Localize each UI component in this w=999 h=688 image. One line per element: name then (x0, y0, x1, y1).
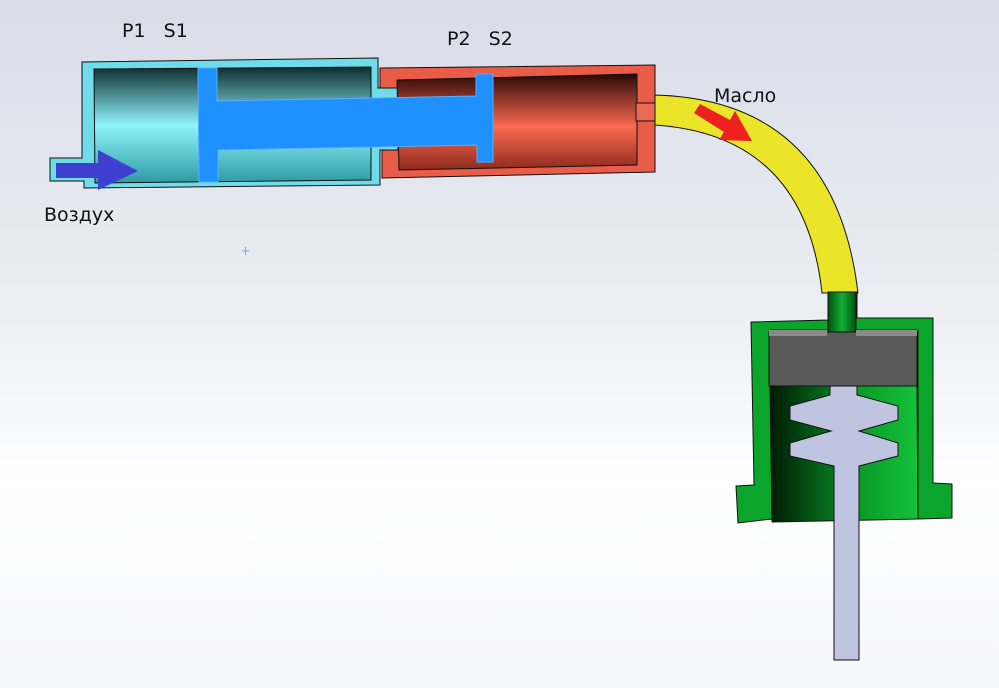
piston-rod (197, 67, 494, 183)
air-label: Воздух (44, 204, 115, 226)
oil-arrow-icon (694, 104, 752, 141)
stage2-label: P2 S2 (447, 28, 513, 50)
actuator-rod (789, 385, 899, 661)
oil-line (654, 94, 859, 294)
crosshair-icon (242, 247, 249, 255)
air-arrow-icon (56, 150, 138, 190)
stage1-label: P1 S1 (122, 20, 188, 42)
oil-label: Масло (714, 85, 777, 107)
